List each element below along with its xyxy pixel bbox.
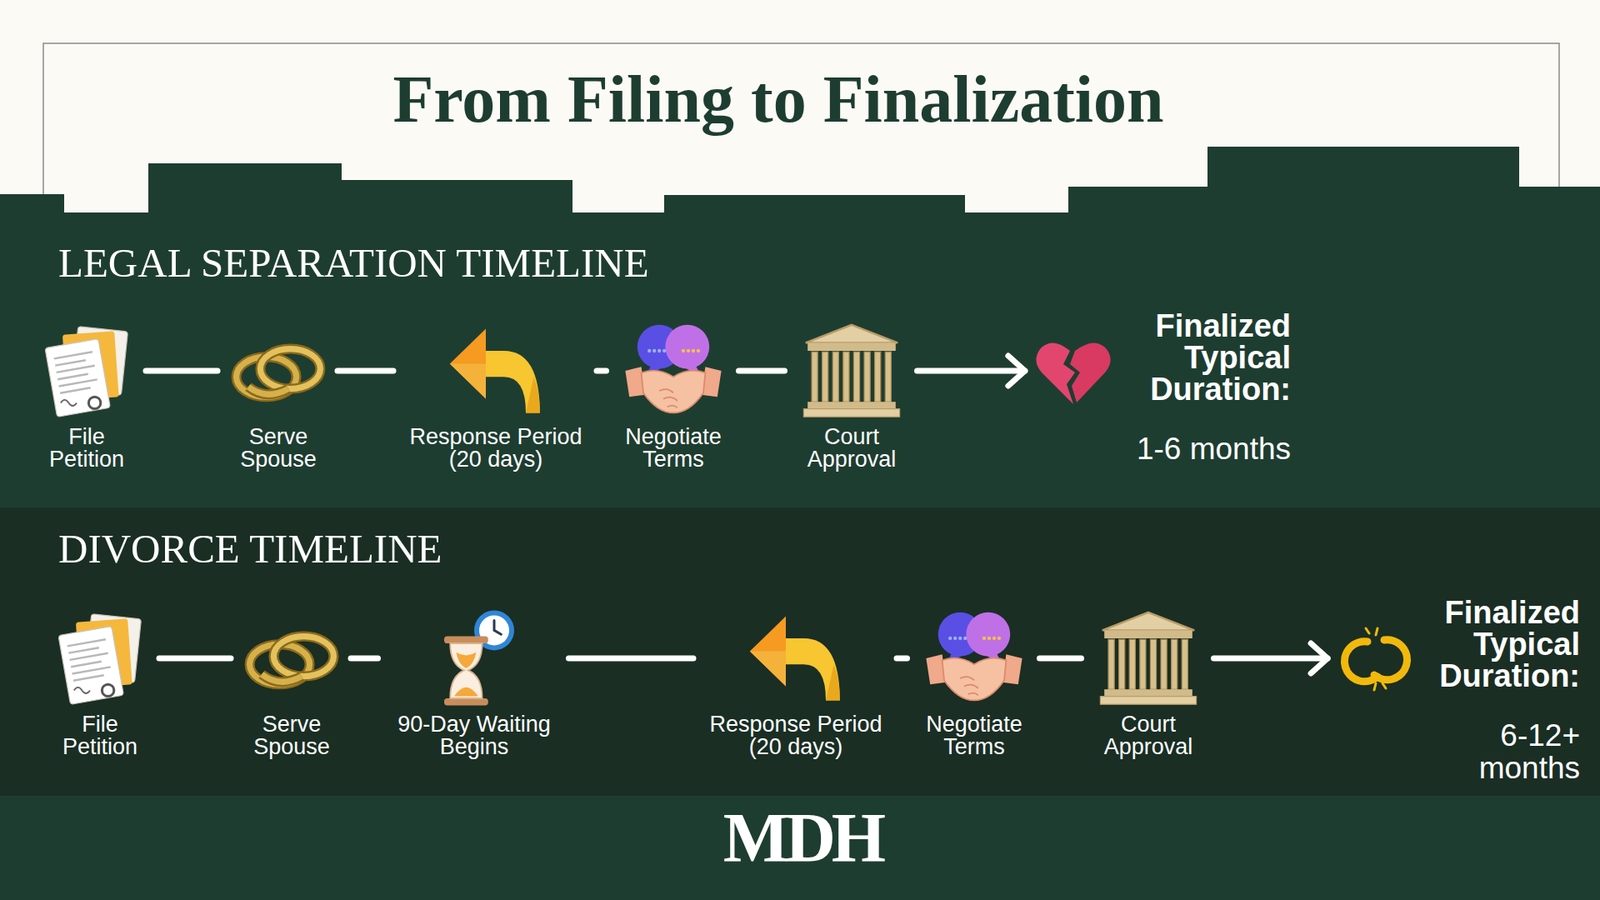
timeline-connector — [917, 355, 1025, 386]
timeline-connector — [337, 368, 394, 375]
heart-icon — [1031, 329, 1115, 413]
rings-icon — [228, 320, 329, 421]
duration-value: 6-12+ months — [1479, 720, 1580, 785]
finalized-block: Finalized Typical Duration: 6-12+ months — [1334, 596, 1580, 785]
timeline-connector — [596, 368, 607, 375]
band-heading: LEGAL SEPARATION TIMELINE — [58, 239, 650, 287]
timeline-step: File Petition — [32, 320, 141, 471]
step-label: Serve Spouse — [224, 425, 333, 471]
step-label: File Petition — [45, 713, 155, 759]
timeline-step: Negotiate Terms — [914, 608, 1035, 759]
timeline-connector — [569, 655, 695, 662]
court-icon — [801, 320, 902, 421]
step-label: 90-Day Waiting Begins — [385, 713, 565, 759]
step-label: Negotiate Terms — [914, 713, 1035, 759]
timeline-step: Court Approval — [791, 320, 913, 471]
timeline-step: Court Approval — [1088, 608, 1210, 759]
finalized-text: Finalized Typical Duration: 1-6 months — [1136, 310, 1291, 466]
docs-icon — [36, 320, 137, 421]
divorce-band-ground — [0, 507, 1600, 796]
brand-logo: MDH — [0, 803, 1600, 874]
step-label: Serve Spouse — [237, 713, 346, 759]
deal-icon — [924, 608, 1025, 709]
court-icon — [1098, 608, 1199, 709]
step-label: Response Period (20 days) — [700, 713, 892, 759]
rings-icon — [241, 608, 342, 709]
timeline-band: DIVORCE TIMELINE File Petition Serve Spous… — [0, 507, 1600, 796]
duration-heading: Finalized Typical Duration: — [1150, 310, 1291, 405]
timeline-step: Serve Spouse — [224, 320, 333, 471]
step-label: Response Period (20 days) — [400, 425, 592, 471]
timeline-step: Response Period (20 days) — [700, 608, 892, 759]
step-label: File Petition — [32, 425, 141, 471]
timeline-connector — [159, 655, 231, 662]
docs-icon — [50, 608, 150, 709]
step-label: Court Approval — [1088, 713, 1210, 759]
timeline-connector — [350, 655, 379, 662]
timeline-connector — [896, 655, 908, 662]
timeline-step: Response Period (20 days) — [400, 320, 592, 471]
timeline-step: File Petition — [45, 608, 155, 759]
timeline-connector — [739, 368, 785, 375]
skyline-band — [0, 146, 1600, 509]
back-icon — [745, 608, 846, 709]
finalized-block: Finalized Typical Duration: 1-6 months — [1031, 310, 1291, 466]
step-label: Court Approval — [791, 425, 913, 471]
duration-value: 1-6 months — [1136, 433, 1291, 466]
deal-icon — [623, 320, 724, 421]
timeline-step: Serve Spouse — [237, 608, 346, 759]
band-heading: DIVORCE TIMELINE — [58, 525, 442, 573]
timeline-band: LEGAL SEPARATION TIMELINE File Petition Se… — [0, 194, 1600, 508]
timeline-connector — [1214, 643, 1329, 674]
timeline-step: 90-Day Waiting Begins — [385, 608, 565, 759]
timeline-connector — [1040, 655, 1082, 662]
timeline-step: Negotiate Terms — [613, 320, 735, 471]
duration-heading: Finalized Typical Duration: — [1439, 596, 1580, 692]
wait-icon — [424, 608, 525, 709]
timeline-connector — [145, 368, 218, 375]
finalized-text: Finalized Typical Duration: 6-12+ months — [1439, 596, 1580, 785]
step-label: Negotiate Terms — [613, 425, 735, 471]
diagram-title: From Filing to Finalization — [0, 61, 1557, 138]
back-icon — [445, 320, 546, 421]
chain-icon — [1334, 616, 1418, 700]
